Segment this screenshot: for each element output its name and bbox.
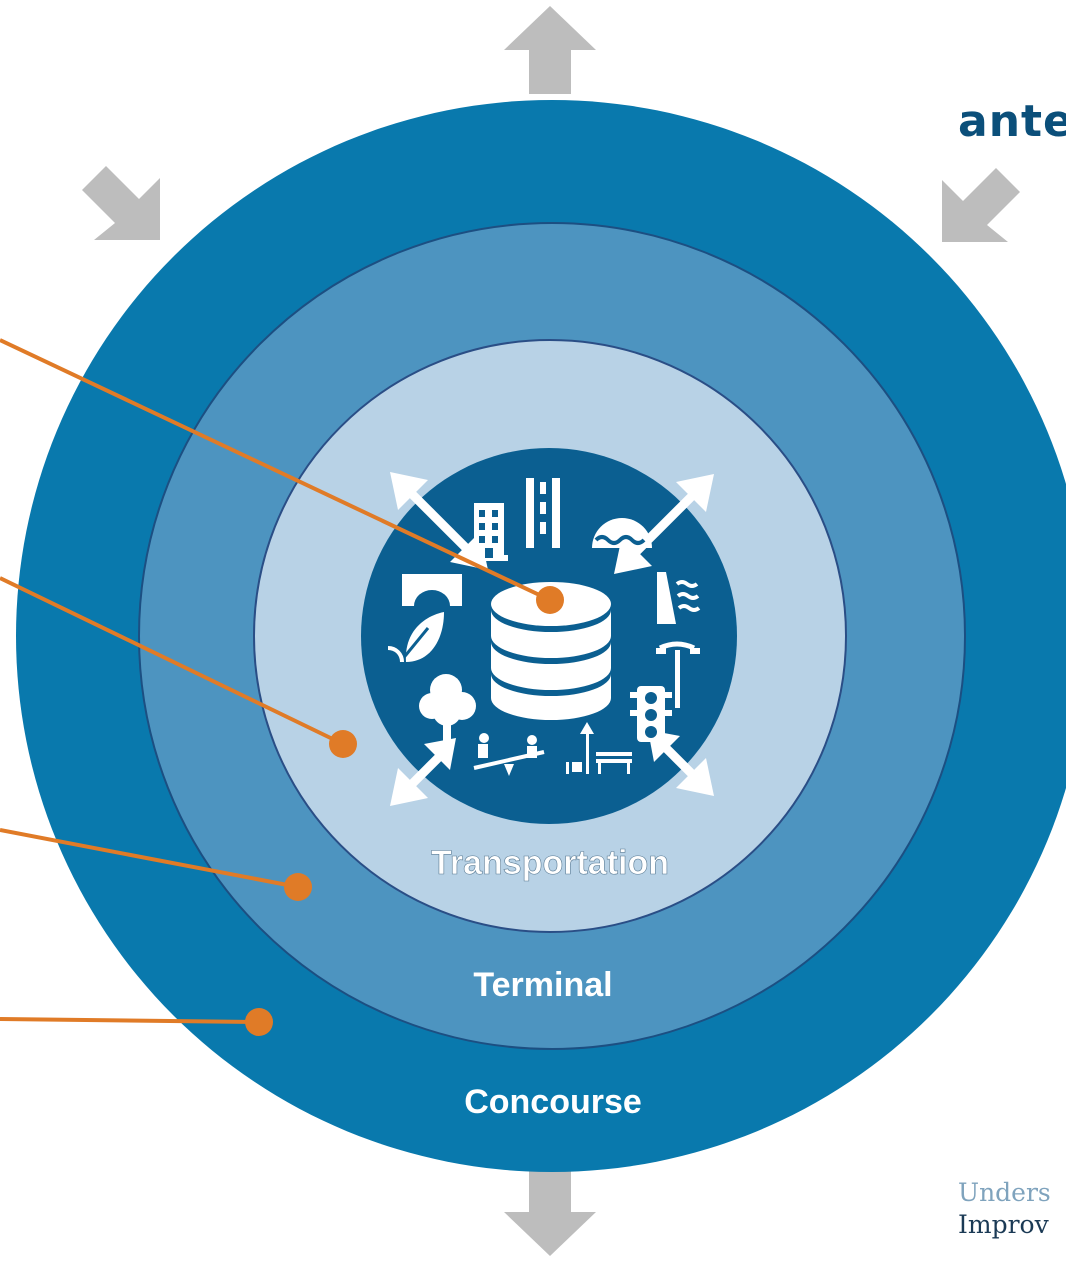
connector-dot-concourse [245,1008,273,1036]
brand-wordmark: ante [958,96,1066,147]
connector-line-concourse [0,1017,260,1024]
tree-icon [419,674,476,752]
tagline-line-2: Improv [958,1210,1049,1239]
connector-lines [0,338,564,1036]
dam-icon [657,572,701,624]
terminal-label: Terminal [473,966,612,1004]
connector-line-core [0,338,551,602]
transportation-label: Transportation [431,844,669,882]
arrow-down-bottom-icon [504,1168,596,1256]
concourse-label: Concourse [464,1083,642,1121]
tagline-line-1: Unders [958,1178,1051,1207]
building-icon [470,503,508,561]
expand-arrow-bottom-left-icon [390,738,456,806]
playground-icon [473,733,545,776]
connector-dot-transportation [329,730,357,758]
traffic-light-icon [630,686,672,742]
streetlight-icon [656,641,700,708]
arrow-inward-top-right-icon [942,168,1020,242]
arrow-inward-top-left-icon [82,166,160,240]
leaf-icon [387,612,444,673]
connector-line-transportation [0,576,344,746]
bridge-icon [402,574,462,606]
connector-dot-core [536,586,564,614]
road-icon [526,478,560,548]
bench-icon [566,722,632,774]
arrow-up-top-icon [504,6,596,94]
water-icon [592,518,652,548]
core-icons [387,472,714,806]
connector-dot-terminal [284,873,312,901]
connector-line-terminal [0,828,299,889]
